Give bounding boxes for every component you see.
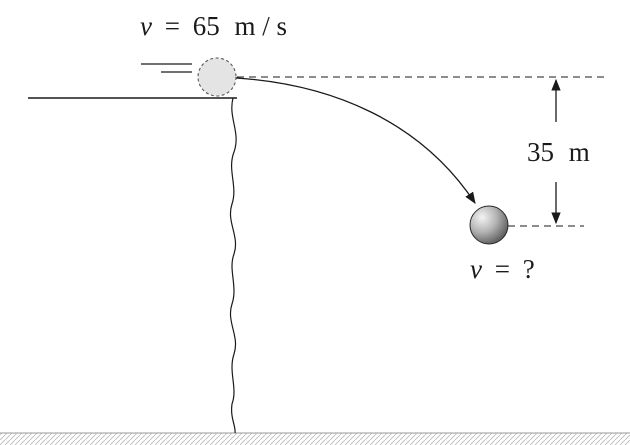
cliff-face [230, 97, 237, 434]
height-value: 35 [527, 137, 554, 167]
height-label: 35 m [527, 137, 590, 167]
height-unit: m [569, 137, 590, 167]
ground-strip [0, 433, 630, 445]
trajectory-arrow [235, 77, 476, 204]
final-ball [469, 205, 509, 245]
initial-velocity-unit-m: m [234, 11, 255, 41]
final-velocity-symbol: v [470, 254, 482, 284]
final-velocity-label: v = ? [470, 254, 535, 284]
initial-velocity-unit-s: s [277, 11, 288, 41]
initial-ball [197, 57, 237, 97]
initial-velocity-symbol: v [140, 11, 152, 41]
final-velocity-value: ? [523, 254, 535, 284]
initial-velocity-value: 65 [193, 11, 220, 41]
initial-velocity-slash: / [262, 11, 270, 41]
initial-velocity-equals: = [165, 11, 180, 41]
initial-velocity-label: v = 65 m / s [140, 11, 287, 41]
final-velocity-equals: = [495, 254, 510, 284]
